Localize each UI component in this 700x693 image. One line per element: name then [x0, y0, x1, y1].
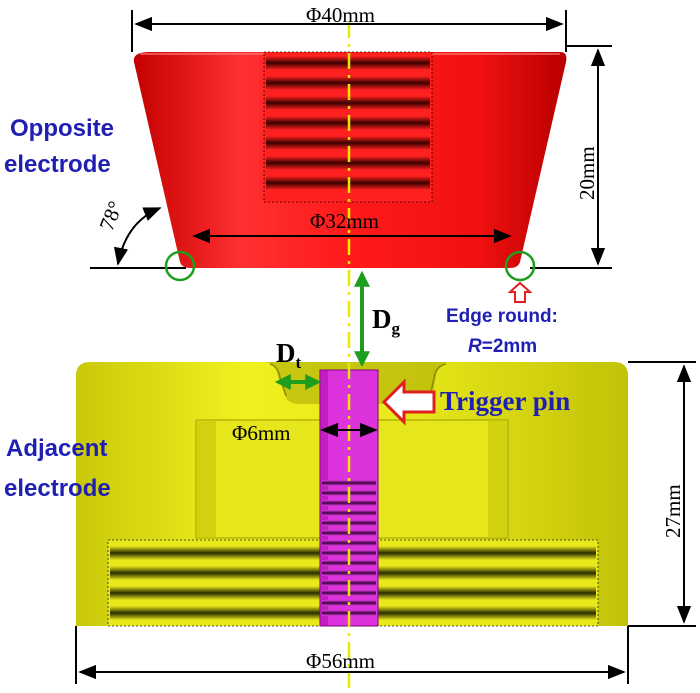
dt-subscript: t — [296, 353, 302, 372]
label-adjacent-1: Adjacent — [6, 435, 107, 462]
label-trigger-pin: Trigger pin — [440, 386, 570, 416]
dim-pin-diameter: Φ6mm — [232, 421, 291, 445]
trigger-pin-arrow — [381, 378, 436, 426]
dim-top-diameter: Φ40mm — [306, 3, 375, 27]
label-dt: Dt — [276, 338, 302, 372]
dim-angle: 78° — [94, 198, 127, 234]
dim-height-top: 20mm — [575, 146, 599, 200]
edge-round-circle-left — [164, 250, 196, 282]
edge-round-circle-right — [504, 250, 536, 282]
label-edge-round: Edge round: — [446, 306, 558, 327]
dimension-lines — [75, 10, 696, 684]
edge-round-symbol: R — [468, 336, 482, 357]
dim-inner-diameter: Φ32mm — [310, 209, 379, 233]
dim-height-bottom: 27mm — [661, 484, 685, 538]
label-edge-round-value: R=2mm — [468, 336, 537, 357]
dim-bottom-diameter: Φ56mm — [306, 649, 375, 673]
dt-symbol: D — [276, 338, 296, 368]
edge-round-arrow — [507, 281, 533, 303]
dg-symbol: D — [372, 304, 392, 334]
label-opposite-1: Opposite — [10, 115, 114, 142]
dg-subscript: g — [392, 319, 401, 338]
label-adjacent-2: electrode — [4, 475, 111, 502]
label-opposite-2: electrode — [4, 151, 111, 178]
edge-round-number: =2mm — [482, 336, 537, 357]
label-dg: Dg — [372, 304, 401, 338]
